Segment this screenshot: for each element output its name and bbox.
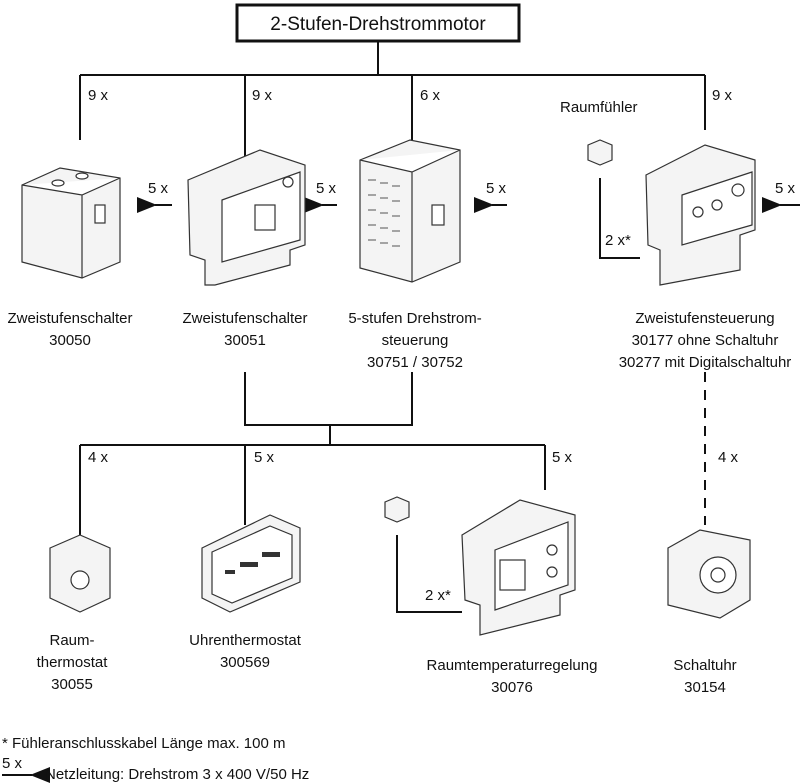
legend-arrow-label: 5 x [2, 755, 23, 772]
device-number: 30154 [684, 679, 726, 696]
device-number: 30177 ohne Schaltuhr [632, 332, 779, 349]
count-label: 4 x [88, 449, 109, 466]
bottom-connection-lines [79, 372, 706, 540]
sensor-cable-label: 2 x* [605, 232, 631, 249]
device-name: Zweistufenschalter [182, 310, 307, 327]
room-temperature-controller-30076-illustration [461, 499, 576, 636]
room-sensor-icon [587, 139, 613, 166]
device-name: Zweistufensteuerung [635, 310, 774, 327]
device-name: Raum- [49, 632, 94, 649]
count-label: 6 x [420, 87, 441, 104]
count-label: 4 x [718, 449, 739, 466]
footnote: * Fühleranschlusskabel Länge max. 100 m [2, 735, 286, 752]
device-number: 30277 mit Digitalschaltuhr [619, 354, 792, 371]
device-name: Raumtemperaturregelung [427, 657, 598, 674]
device-name: Schaltuhr [673, 657, 736, 674]
motor-title: 2-Stufen-Drehstrommotor [270, 14, 486, 35]
feed-label: 5 x [486, 180, 507, 197]
sensor-cable-line [599, 178, 640, 259]
timer-30154-illustration [667, 529, 751, 619]
device-name: Zweistufenschalter [7, 310, 132, 327]
device-name: 5-stufen Drehstrom- [348, 310, 481, 327]
sensor-cable-line [396, 535, 462, 613]
device-30177-illustration [645, 144, 756, 286]
room-sensor-icon [384, 496, 410, 523]
count-label: 5 x [254, 449, 275, 466]
device-name-cont: steuerung [382, 332, 449, 349]
feed-label: 5 x [148, 180, 169, 197]
top-connection-lines [79, 41, 706, 165]
device-number: 30055 [51, 676, 93, 693]
device-name: Uhrenthermostat [189, 632, 302, 649]
device-number: 30050 [49, 332, 91, 349]
device-30050-illustration [21, 167, 121, 279]
device-number: 30751 / 30752 [367, 354, 463, 371]
thermostat-30055-illustration [49, 534, 111, 613]
device-30051-illustration [187, 149, 306, 286]
sensor-cable-label: 2 x* [425, 587, 451, 604]
count-label: 9 x [252, 87, 273, 104]
device-number: 300569 [220, 654, 270, 671]
legend-text: Netzleitung: Drehstrom 3 x 400 V/50 Hz [45, 766, 309, 783]
device-30751-illustration [359, 139, 461, 283]
device-number: 30076 [491, 679, 533, 696]
feed-label: 5 x [775, 180, 796, 197]
device-name-cont: thermostat [37, 654, 109, 671]
sensor-label: Raumfühler [560, 99, 638, 116]
device-number: 30051 [224, 332, 266, 349]
motor-title-box: 2-Stufen-Drehstrommotor [235, 3, 521, 43]
feed-label: 5 x [316, 180, 337, 197]
count-label: 9 x [712, 87, 733, 104]
count-label: 9 x [88, 87, 109, 104]
clock-thermostat-300569-illustration [201, 514, 301, 613]
count-label: 5 x [552, 449, 573, 466]
